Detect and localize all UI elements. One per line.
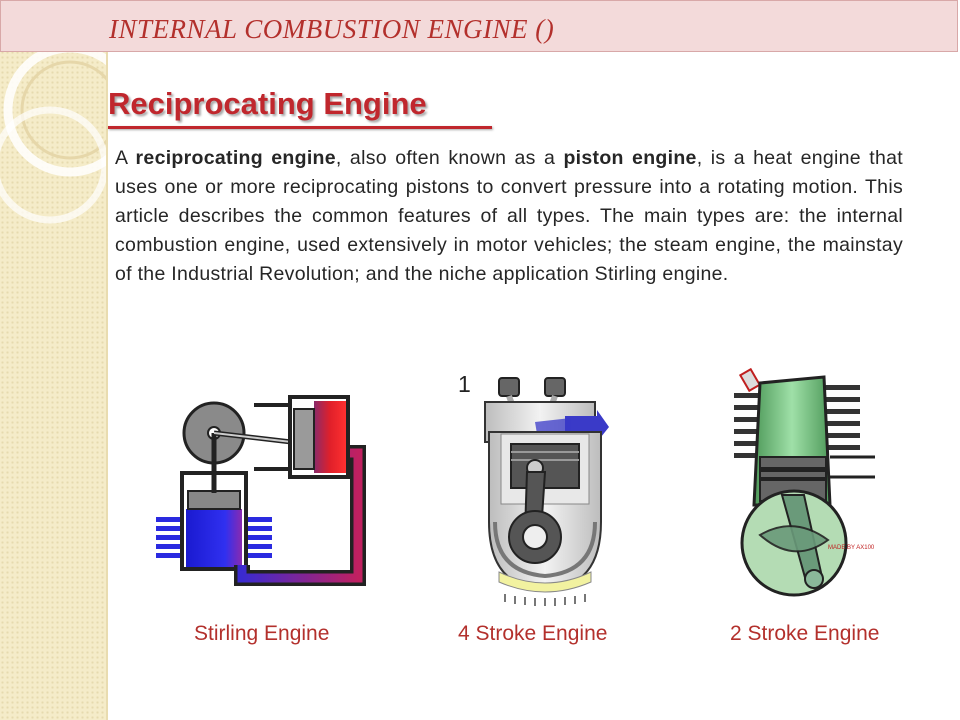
four-stroke-engine-diagram [484, 377, 609, 606]
watermark-text: MADE BY AX100 [828, 545, 875, 551]
body-paragraph: A reciprocating engine, also often known… [115, 144, 903, 289]
page-heading: Reciprocating Engine [108, 86, 427, 121]
title-banner: INTERNAL COMBUSTION ENGINE () [0, 0, 958, 52]
paragraph-text: , is a heat engine that uses one or more… [115, 147, 903, 285]
bold-term-reciprocating-engine: reciprocating engine [135, 147, 336, 169]
bold-term-piston-engine: piston engine [563, 147, 697, 169]
paragraph-text: A [115, 147, 136, 169]
caption-4-stroke-engine: 4 Stroke Engine [458, 622, 608, 645]
heading-underline [108, 126, 492, 129]
caption-stirling-engine: Stirling Engine [194, 622, 330, 645]
stirling-engine-diagram [156, 395, 366, 586]
decorative-side-strip [0, 0, 108, 720]
animation-frame-number: 1 [458, 371, 471, 397]
banner-title: INTERNAL COMBUSTION ENGINE () [109, 14, 555, 44]
decorative-circles [0, 43, 106, 224]
paragraph-text: , also often known as a [335, 147, 564, 169]
caption-2-stroke-engine: 2 Stroke Engine [730, 622, 880, 645]
two-stroke-engine-diagram [734, 367, 875, 597]
